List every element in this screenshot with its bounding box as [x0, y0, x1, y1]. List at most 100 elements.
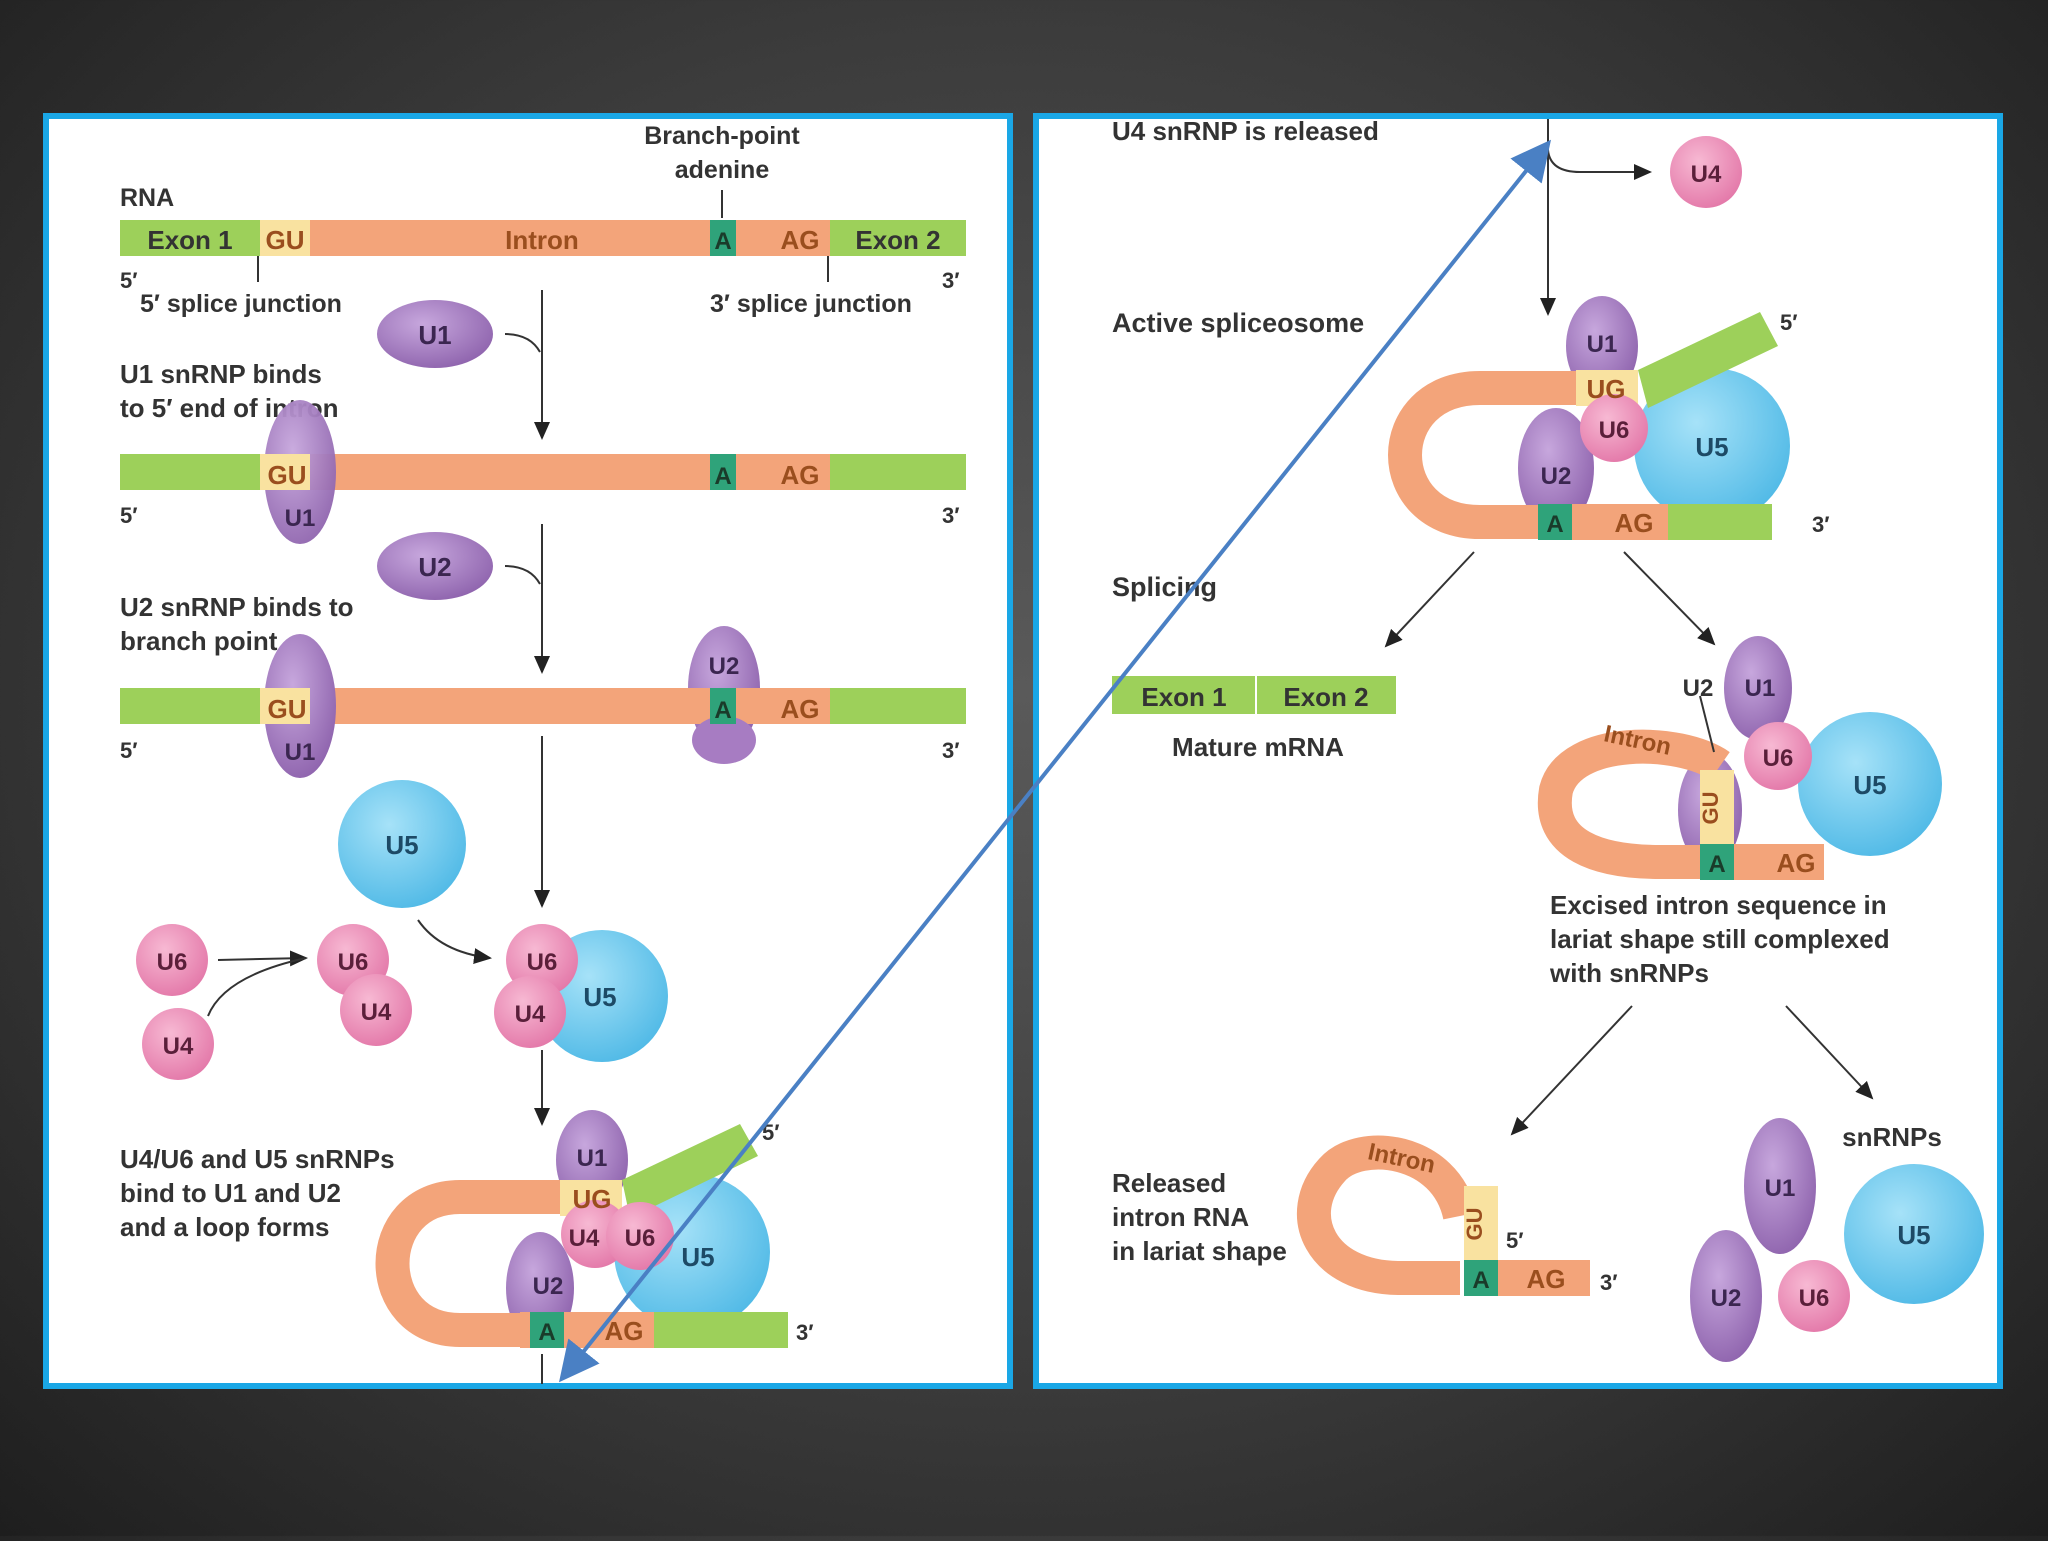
free-u6 — [1778, 1260, 1850, 1332]
u6-label-b: U6 — [338, 949, 369, 976]
adenine-label-excised: A — [1708, 851, 1725, 878]
three-prime-loop: 3′ — [796, 1320, 814, 1345]
mature-mrna-label: Mature mRNA — [1172, 732, 1344, 762]
five-prime-2: 5′ — [120, 503, 138, 528]
exon1-label: Exon 1 — [147, 225, 232, 255]
five-prime-active: 5′ — [1780, 310, 1798, 335]
u2-label: U2 — [418, 552, 451, 582]
snrnps-label: snRNPs — [1842, 1122, 1942, 1152]
u4-label: U4 — [163, 1033, 194, 1060]
step2-text-2: branch point — [120, 626, 278, 656]
free-u2-label: U2 — [1711, 1285, 1742, 1312]
ag-label-2: AG — [781, 460, 820, 490]
u4-released-text: U4 snRNP is released — [1112, 116, 1379, 146]
rna-label: RNA — [120, 184, 174, 212]
branch-point-label-2: adenine — [675, 156, 770, 184]
step1-text-1: U1 snRNP binds — [120, 359, 322, 389]
u4-snrnp — [142, 1008, 214, 1080]
u1-label-excised: U1 — [1745, 675, 1776, 702]
u5-snrnp — [338, 780, 466, 908]
free-u2 — [1690, 1230, 1762, 1362]
adenine-label-loop: A — [538, 1319, 555, 1346]
adenine-label-2: A — [714, 463, 731, 490]
u6-label-excised: U6 — [1763, 745, 1794, 772]
gu-label-excised: GU — [1698, 792, 1723, 825]
excised-text-1: Excised intron sequence in — [1550, 890, 1887, 920]
excised-text-2: lariat shape still complexed — [1550, 924, 1890, 954]
ag-label-active: AG — [1615, 508, 1654, 538]
u6-label-active: U6 — [1599, 417, 1630, 444]
u6-snrnp — [136, 924, 208, 996]
ug-label-loop: UG — [573, 1184, 612, 1214]
ag-label-released: AG — [1527, 1264, 1566, 1294]
adenine-label-active: A — [1546, 511, 1563, 538]
intron-label: Intron — [505, 225, 579, 255]
u5-label: U5 — [385, 830, 418, 860]
five-prime-released: 5′ — [1506, 1228, 1524, 1253]
free-u5 — [1844, 1164, 1984, 1304]
three-prime-1: 3′ — [942, 268, 960, 293]
excised-lariat — [1537, 636, 1942, 880]
free-u5-label: U5 — [1897, 1220, 1930, 1250]
u5-label-excised: U5 — [1853, 770, 1886, 800]
u5-label-c: U5 — [583, 982, 616, 1012]
step2-text-1: U2 snRNP binds to — [120, 592, 354, 622]
u1-label-loop: U1 — [577, 1145, 608, 1172]
mature-exon2: Exon 2 — [1283, 682, 1368, 712]
released-text-1: Released — [1112, 1168, 1226, 1198]
five-prime-3: 5′ — [120, 738, 138, 763]
panel-connector-arrow — [559, 139, 1551, 1383]
three-prime-2: 3′ — [942, 503, 960, 528]
u6-label: U6 — [157, 949, 188, 976]
five-prime-1: 5′ — [120, 268, 138, 293]
free-u6-label: U6 — [1799, 1285, 1830, 1312]
gu-label-3: GU — [268, 694, 307, 724]
free-u1-label: U1 — [1765, 1175, 1796, 1202]
adenine-label-3: A — [714, 697, 731, 724]
u4-released-snrnp — [1670, 136, 1742, 208]
exon2-label: Exon 2 — [855, 225, 940, 255]
ag-label: AG — [781, 225, 820, 255]
ag-label-excised: AG — [1777, 848, 1816, 878]
step3-text-2: bind to U1 and U2 — [120, 1178, 341, 1208]
u5-label-active: U5 — [1695, 432, 1728, 462]
u2-label-3: U2 — [709, 653, 740, 680]
ag-label-3: AG — [781, 694, 820, 724]
u1-snrnp — [377, 300, 493, 368]
released-text-2: intron RNA — [1112, 1202, 1249, 1232]
three-splice-junction: 3′ splice junction — [710, 290, 912, 318]
step3-text-1: U4/U6 and U5 snRNPs — [120, 1144, 395, 1174]
u4-released-label: U4 — [1691, 161, 1722, 188]
u2-label-loop: U2 — [533, 1273, 564, 1300]
u6-label-loop: U6 — [625, 1225, 656, 1252]
step3-text-3: and a loop forms — [120, 1212, 329, 1242]
gu-label: GU — [266, 225, 305, 255]
u1-label-3: U1 — [285, 739, 316, 766]
u4-label-loop: U4 — [569, 1225, 600, 1252]
gu-label-released: GU — [1462, 1208, 1487, 1241]
mature-exon1: Exon 1 — [1141, 682, 1226, 712]
active-spliceosome-title: Active spliceosome — [1112, 308, 1364, 338]
gu-label-2: GU — [268, 460, 307, 490]
released-text-3: in lariat shape — [1112, 1236, 1287, 1266]
branch-point-label-1: Branch-point — [644, 122, 800, 150]
five-splice-junction: 5′ splice junction — [140, 290, 342, 318]
three-prime-active: 3′ — [1812, 512, 1830, 537]
u2-snrnp — [377, 532, 493, 600]
u1-label-active: U1 — [1587, 331, 1618, 358]
adenine-label-released: A — [1472, 1267, 1489, 1294]
u4-label-b: U4 — [361, 999, 392, 1026]
u1-label: U1 — [418, 320, 451, 350]
u4-label-c: U4 — [515, 1001, 546, 1028]
excised-text-3: with snRNPs — [1549, 958, 1709, 988]
three-prime-released: 3′ — [1600, 1270, 1618, 1295]
u5-label-loop: U5 — [681, 1242, 714, 1272]
ug-label-active: UG — [1587, 374, 1626, 404]
u1-label-2: U1 — [285, 505, 316, 532]
u6-label-c: U6 — [527, 949, 558, 976]
u2-label-active: U2 — [1541, 463, 1572, 490]
three-prime-3: 3′ — [942, 738, 960, 763]
free-u1 — [1744, 1118, 1816, 1254]
